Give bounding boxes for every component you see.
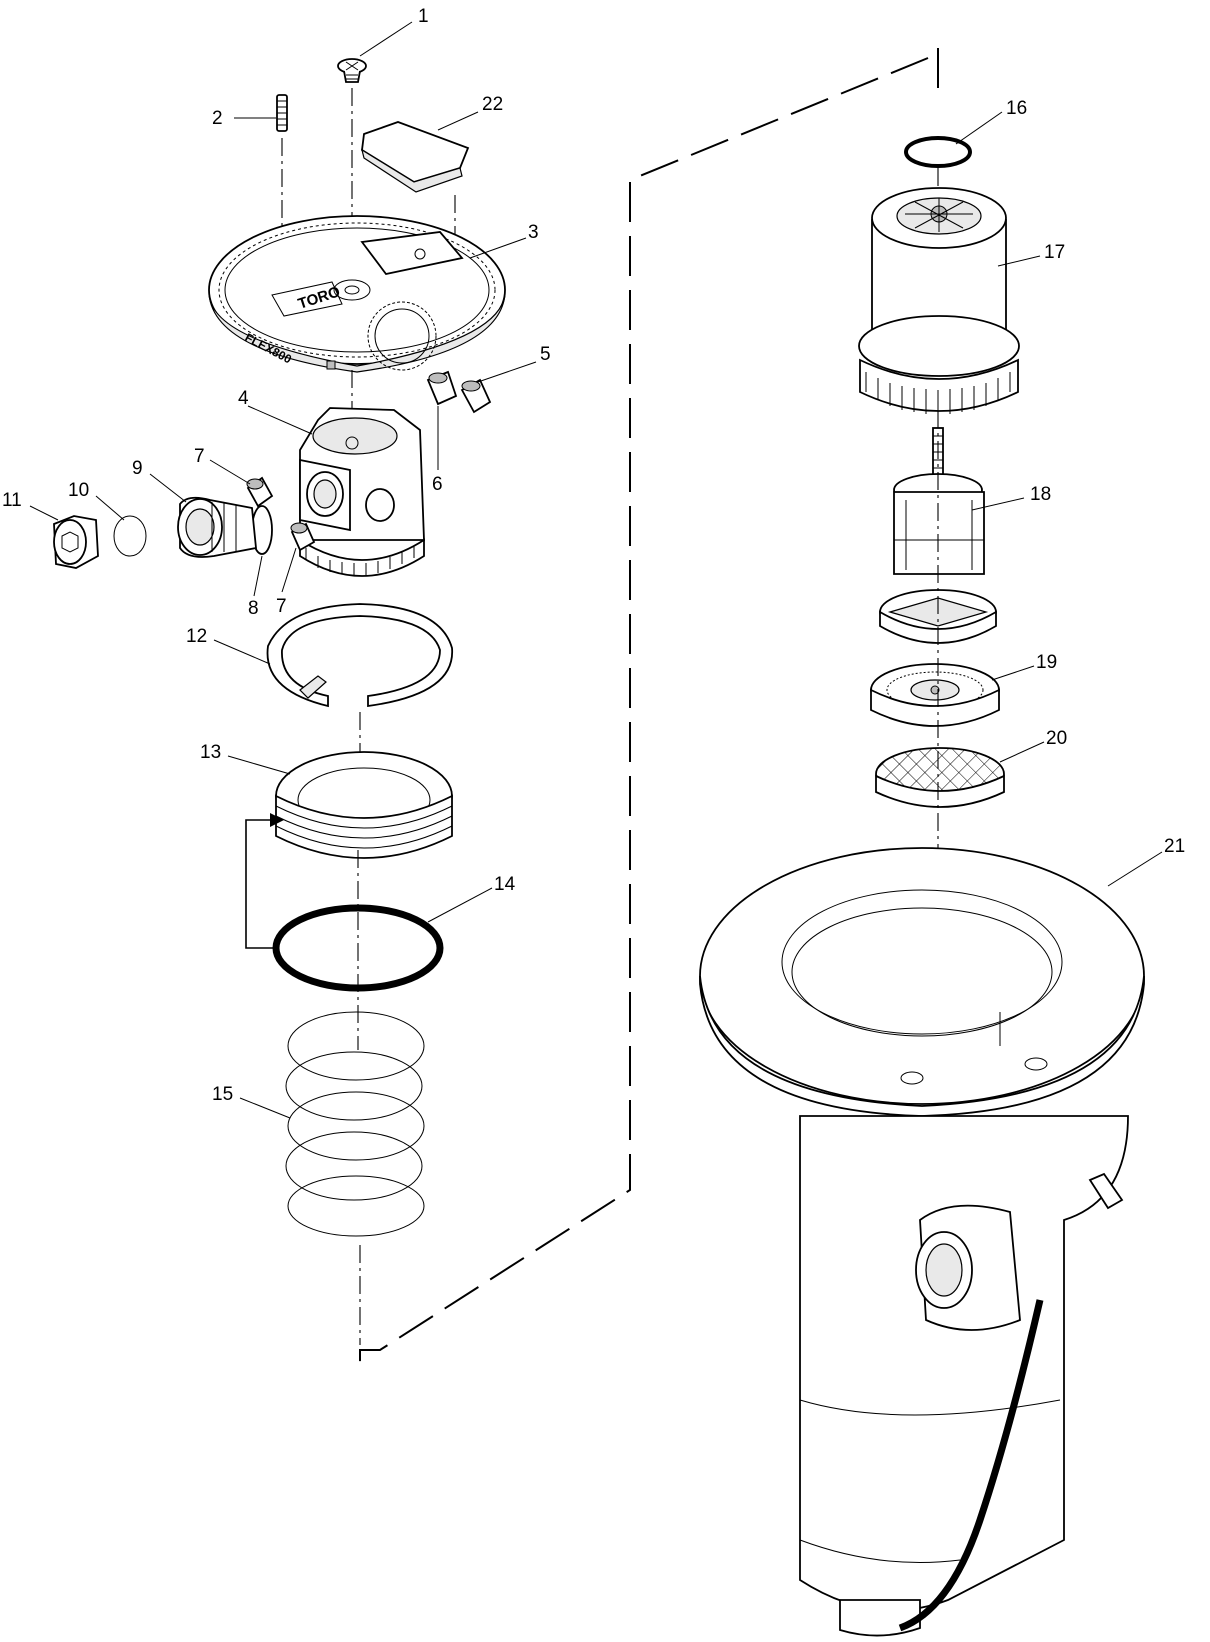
part-9-elbow-fitting	[177, 496, 257, 558]
part-14-o-ring	[272, 904, 444, 992]
part-19-seal	[870, 663, 1000, 727]
callout-3: 3	[528, 222, 539, 243]
part-3-dial-plate: TORO FLEX800	[208, 215, 506, 373]
callout-15: 15	[212, 1084, 233, 1105]
part-16-o-ring	[904, 136, 972, 168]
callout-22: 22	[482, 94, 503, 115]
callout-1: 1	[418, 6, 429, 27]
callout-20: 20	[1046, 728, 1067, 749]
callout-2: 2	[212, 108, 223, 129]
callout-10: 10	[68, 480, 89, 501]
part-7-plug-upper	[246, 476, 274, 508]
callout-4: 4	[238, 388, 249, 409]
part-20-filter-screen	[875, 747, 1005, 808]
part-22-cover	[361, 121, 470, 193]
callout-16: 16	[1006, 98, 1027, 119]
callout-19: 19	[1036, 652, 1057, 673]
part-5-nozzle	[460, 378, 492, 414]
part-4-housing	[299, 407, 425, 577]
callout-12: 12	[186, 626, 207, 647]
install-arrow-head	[270, 813, 284, 827]
assembly-boundary-line	[359, 48, 939, 1365]
part-7-plug-lower	[290, 522, 316, 552]
part-11-cap	[53, 515, 99, 569]
callout-14: 14	[494, 874, 516, 895]
part-2-set-screw	[276, 94, 288, 132]
callout-5: 5	[540, 344, 551, 365]
callout-11: 11	[2, 490, 22, 511]
callout-7-upper: 7	[194, 446, 205, 467]
install-arrow	[245, 819, 278, 949]
callout-6: 6	[432, 474, 443, 495]
callout-7-lower: 7	[276, 596, 287, 617]
part-21-wire	[898, 1299, 1044, 1632]
callout-17: 17	[1044, 242, 1065, 263]
callout-13: 13	[200, 742, 221, 763]
callout-21: 21	[1164, 836, 1185, 857]
leader-lines	[29, 21, 1163, 1119]
part-15-spring	[285, 1011, 425, 1237]
callout-labels: 1 2 3 4 5 6 7 7 8 9 10 11 12 13 14 15 16…	[2, 6, 1185, 1105]
part-21-body	[699, 847, 1145, 1637]
part-12-split-ring	[266, 603, 453, 708]
part-17-nozzle-housing	[858, 187, 1020, 414]
callout-9: 9	[132, 458, 143, 479]
callout-8: 8	[248, 598, 259, 619]
part-10-washer	[113, 515, 147, 557]
part-1-screw	[337, 58, 367, 83]
callout-18: 18	[1030, 484, 1051, 505]
part-13-bushing	[275, 751, 453, 859]
part-6-nozzle	[426, 370, 458, 406]
